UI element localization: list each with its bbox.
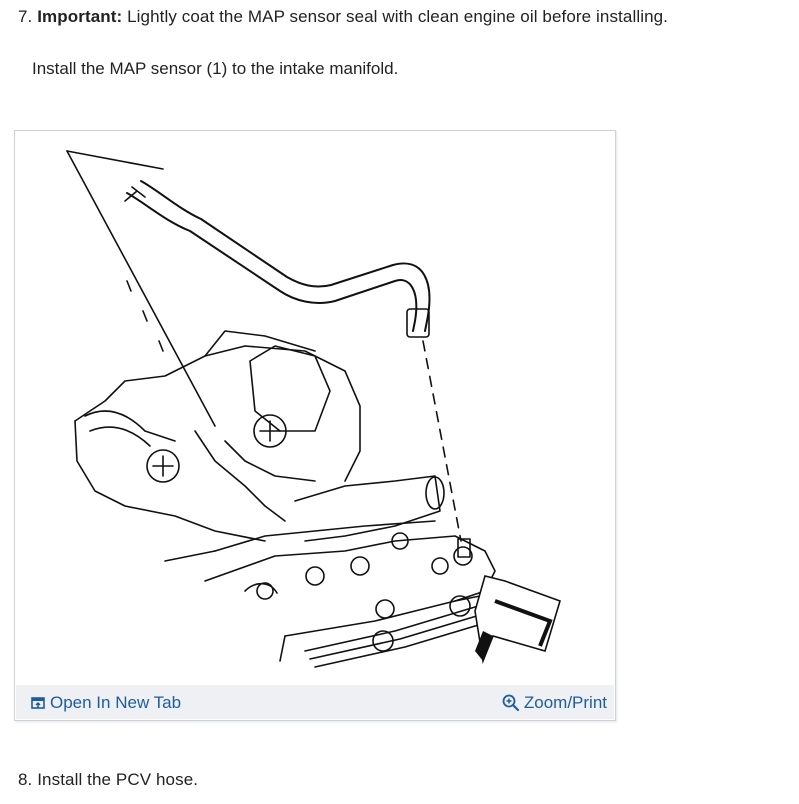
step-7: 7. Important: Lightly coat the MAP senso… xyxy=(18,7,668,27)
open-in-new-tab-icon xyxy=(30,695,46,711)
step-8-number: 8. xyxy=(18,770,33,789)
zoom-icon xyxy=(502,694,520,712)
open-in-new-tab-label: Open In New Tab xyxy=(50,693,182,712)
step-7-text: Lightly coat the MAP sensor seal with cl… xyxy=(127,7,669,26)
zoom-print-label: Zoom/Print xyxy=(523,693,607,712)
figure-toolbar: Open In New Tab Zoom/Print xyxy=(16,685,614,719)
zoom-print-link[interactable]: Zoom/Print xyxy=(502,693,607,713)
step-7-emphasis: Important: xyxy=(37,7,123,26)
open-in-new-tab-link[interactable]: Open In New Tab xyxy=(30,693,181,713)
figure-panel: Open In New Tab Zoom/Print xyxy=(14,130,616,721)
step-7-number: 7. xyxy=(18,7,33,26)
step-8: 8. Install the PCV hose. xyxy=(18,770,198,790)
step-7-instruction: Install the MAP sensor (1) to the intake… xyxy=(32,59,399,78)
map-sensor-illustration xyxy=(66,150,561,668)
step-8-text: Install the PCV hose. xyxy=(37,770,199,789)
direction-arrow-icon xyxy=(474,575,561,664)
